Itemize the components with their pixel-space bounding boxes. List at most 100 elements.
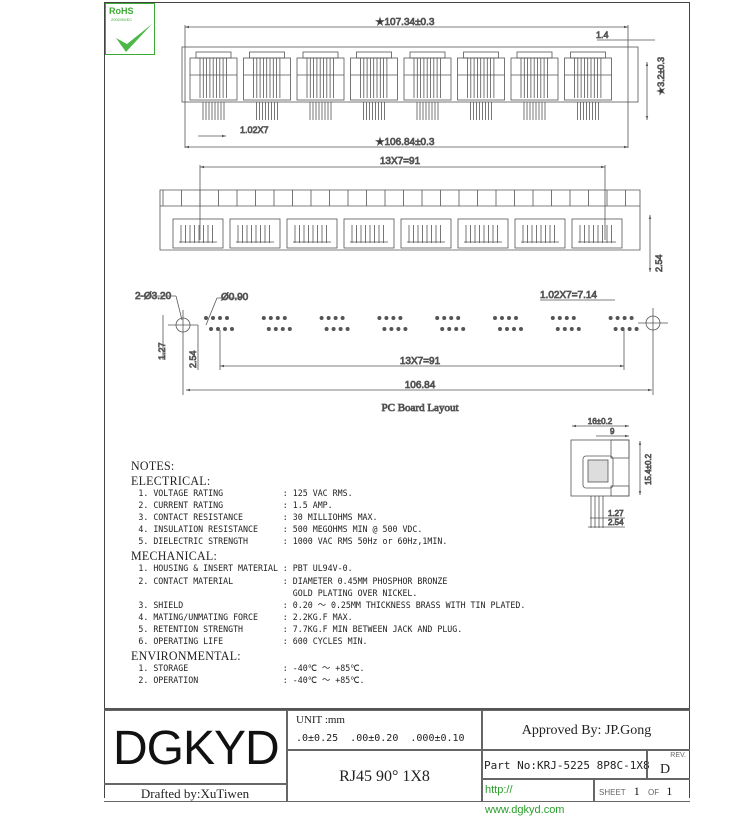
front-port (229, 218, 281, 249)
pcb-pad (608, 315, 613, 320)
pcb-pad (398, 315, 403, 320)
pcb-pad (203, 315, 208, 320)
spec-row: 5. DIELECTRIC STRENGTH: 1000 VAC RMS 50H… (131, 536, 525, 548)
technical-drawing: ★107.34±0.3 1.4 1.02X7 ★106.84±0.3 ★3.2±… (135, 17, 668, 528)
spec-name: 4. MATING/UNMATING FORCE (138, 612, 259, 623)
company-logo: DGKYD (113, 722, 280, 775)
pcb-pad (435, 315, 440, 320)
spec-name: 1. HOUSING & INSERT MATERIAL (138, 564, 278, 575)
spec-row: 2. CURRENT RATING: 1.5 AMP. (131, 500, 525, 512)
front-port (172, 218, 224, 249)
sheet-number: 1 (633, 784, 640, 798)
pcb-pad (215, 326, 220, 331)
pcb-pad (280, 326, 285, 331)
spec-row: GOLD PLATING OVER NICKEL. (131, 588, 525, 600)
pcb-pad (512, 326, 517, 331)
spec-name: 5. RETENTION STRENGTH (138, 624, 244, 635)
front-port (343, 218, 395, 249)
pcb-pad (492, 315, 497, 320)
pcb-pad (266, 326, 271, 331)
pcb-pad (497, 326, 502, 331)
sheet-total: 1 (666, 784, 673, 798)
spec-row: 1. HOUSING & INSERT MATERIAL : PBT UL94V-… (131, 563, 525, 575)
pcb-pad (442, 315, 447, 320)
pcb-pad (461, 326, 466, 331)
drawing-frame (104, 2, 690, 798)
spec-value: : 30 MILLIOHMS MAX. (282, 513, 378, 524)
pcb-pad (550, 315, 555, 320)
pcb-pad (338, 326, 343, 331)
revision-cell: REV. D (647, 750, 690, 779)
top-port (350, 51, 398, 120)
pcb-pad (345, 326, 350, 331)
pcb-pad (208, 326, 213, 331)
dim-side-height: 15.4±0.2 (644, 453, 653, 485)
front-view (159, 165, 652, 272)
pcb-pad (613, 326, 618, 331)
pcb-pad (449, 315, 454, 320)
top-port (510, 51, 559, 120)
pcb-pad (229, 326, 234, 331)
pcb-pad (210, 315, 215, 320)
dim-pitch: 1.02X7 (240, 125, 269, 135)
spec-row: 2. OPERATION: -40℃ ～ +85℃. (131, 675, 525, 687)
dim-pcb-overall: 106.84 (405, 380, 436, 391)
side-view (570, 424, 642, 528)
pcb-pad (403, 326, 408, 331)
spec-value: : PBT UL94V-0. (282, 564, 353, 575)
pcb-pad (326, 315, 331, 320)
spec-name: 4. INSULATION RESISTANCE (138, 525, 259, 536)
dim-side-pin-pitch: 1.27 (608, 509, 624, 518)
notes: NOTES: ELECTRICAL:1. VOLTAGE RATING: 125… (131, 458, 525, 687)
pcb-pad (319, 315, 324, 320)
spec-row: 3. SHIELD : 0.20 ～ 0.25MM THICKNESS BRASS… (131, 600, 525, 612)
dim-overall-top: ★107.34±0.3 (376, 17, 435, 28)
pcb-pad (391, 315, 396, 320)
pcb-pad (331, 326, 336, 331)
website-link[interactable]: http:// www.dgkyd.com (482, 779, 594, 816)
top-view (181, 25, 655, 149)
pcb-pad (627, 326, 632, 331)
spec-value: : 600 CYCLES MIN. (282, 637, 368, 648)
top-port (296, 51, 345, 120)
pcb-pad (282, 315, 287, 320)
pcb-pad (377, 315, 382, 320)
pcb-pad (340, 315, 345, 320)
pcb-pad (634, 326, 639, 331)
pcb-pad (557, 315, 562, 320)
pcb-pad (569, 326, 574, 331)
pcb-pad (571, 315, 576, 320)
pcb-pad (519, 326, 524, 331)
spec-name: 2. CURRENT RATING (138, 501, 224, 512)
rev-value: D (660, 762, 671, 777)
spec-value: : 500 MEGOHMS MIN @ 500 VDC. (282, 525, 423, 536)
dim-height: ★3.2±0.3 (656, 57, 666, 95)
pcb-pad (454, 326, 459, 331)
spec-name: 6. OPERATING LIFE (138, 637, 224, 648)
spec-value: : -40℃ ～ +85℃. (282, 676, 365, 687)
pcb-pad (555, 326, 560, 331)
front-port (514, 218, 566, 249)
spec-row: 1. VOLTAGE RATING: 125 VAC RMS. (131, 488, 525, 500)
dim-overall-bottom: ★106.84±0.3 (376, 137, 435, 148)
pcb-pad (222, 326, 227, 331)
pcb-pad (440, 326, 445, 331)
pcb-pad (217, 315, 222, 320)
pcb-pad (506, 315, 511, 320)
pcb-pad (389, 326, 394, 331)
spec-value: GOLD PLATING OVER NICKEL. (282, 588, 418, 599)
spec-row: 1. STORAGE: -40℃ ～ +85℃. (131, 663, 525, 675)
pcb-pad (273, 326, 278, 331)
top-port (457, 51, 505, 120)
spec-value: : 0.20 ～ 0.25MM THICKNESS BRASS WITH TIN… (282, 600, 526, 611)
dim-edge: 1.4 (596, 30, 609, 40)
spec-value: : 2.2KG.F MAX. (282, 612, 353, 623)
spec-row: 3. CONTACT RESISTANCE: 30 MILLIOHMS MAX. (131, 512, 525, 524)
notes-section-heading: ELECTRICAL: (131, 473, 211, 488)
dim-pin-dia: Ø0.90 (221, 292, 249, 303)
unit: UNIT :mm (296, 714, 345, 726)
spec-name: 3. SHIELD (138, 600, 184, 611)
notes-section-heading: MECHANICAL: (131, 548, 218, 564)
pcb-pad (224, 315, 229, 320)
top-port (564, 51, 612, 120)
